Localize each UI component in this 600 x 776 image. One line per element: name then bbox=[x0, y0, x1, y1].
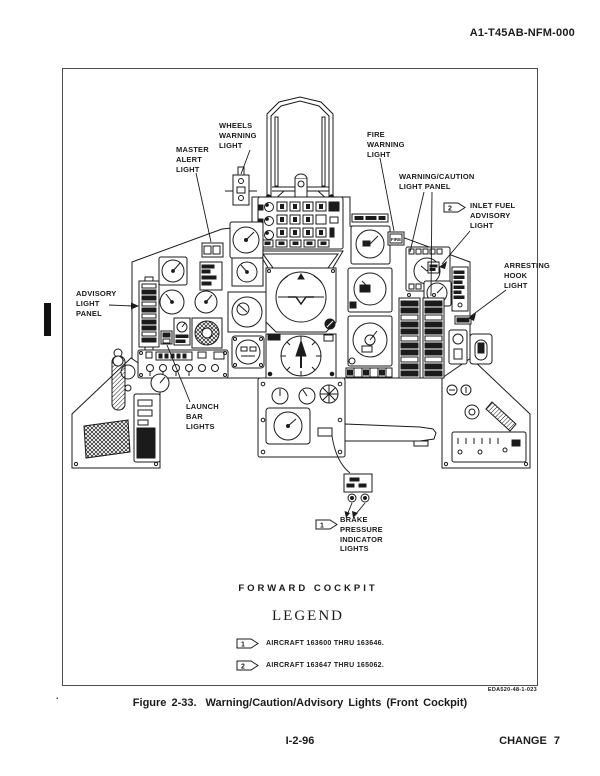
svg-text:1: 1 bbox=[320, 522, 324, 529]
callout-wheels-warning-light: WHEELS WARNING LIGHT bbox=[219, 121, 257, 150]
advisory-light-panel bbox=[138, 276, 160, 352]
fire-warning-light bbox=[387, 231, 405, 246]
change-notice: CHANGE 7 bbox=[499, 735, 560, 747]
callout-master-alert-light: MASTER ALERT LIGHT bbox=[176, 145, 209, 174]
flag-legend-1: 1 bbox=[236, 638, 259, 649]
svg-text:2: 2 bbox=[241, 663, 245, 670]
svg-text:2: 2 bbox=[448, 205, 452, 212]
flag-1-brake: 1 bbox=[315, 519, 338, 530]
callout-arresting-hook-light: ARRESTING HOOK LIGHT bbox=[504, 261, 550, 290]
fire-box-label: FIRE bbox=[391, 237, 401, 242]
hatched-placard bbox=[83, 419, 131, 459]
center-console bbox=[257, 377, 437, 474]
figure-caption: Figure 2-33. Warning/Caution/Advisory Lig… bbox=[0, 697, 600, 709]
callout-warning-caution-light-panel: WARNING/CAUTION LIGHT PANEL bbox=[399, 172, 475, 191]
figure-caption-text: Warning/Caution/Advisory Lights (Front C… bbox=[205, 697, 468, 709]
callout-inlet-fuel-advisory-light: INLET FUEL ADVISORY LIGHT bbox=[470, 201, 516, 230]
canopy bbox=[265, 96, 335, 201]
warning-caution-light-panel bbox=[398, 293, 445, 379]
console-gauge bbox=[273, 411, 303, 441]
keypad-keys bbox=[261, 201, 340, 248]
left-instrument-cluster bbox=[137, 242, 229, 393]
legend-title: LEGEND bbox=[272, 608, 344, 624]
cockpit-diagram: FIRE bbox=[71, 96, 531, 518]
hatched-handle bbox=[485, 401, 517, 432]
center-right-gauges bbox=[345, 213, 393, 378]
callout-advisory-light-panel: ADVISORY LIGHT PANEL bbox=[76, 289, 117, 318]
panel-name: FORWARD COCKPIT bbox=[238, 583, 378, 594]
left-console bbox=[71, 348, 161, 469]
arresting-hook-light bbox=[454, 315, 472, 325]
stray-mark: . bbox=[56, 691, 59, 701]
callout-leader-lines bbox=[108, 149, 507, 518]
console-knob bbox=[298, 387, 316, 405]
plate-code: EDA520-48-1-023 bbox=[487, 687, 537, 693]
flag-legend-2: 2 bbox=[236, 660, 259, 671]
callout-brake-pressure-indicator-lights: BRAKE PRESSURE INDICATOR LIGHTS bbox=[340, 515, 383, 554]
center-left-gauges bbox=[227, 221, 267, 369]
flag-2-inlet-fuel: 2 bbox=[443, 202, 466, 213]
page-number: I-2-96 bbox=[285, 735, 315, 747]
control-stick-arm bbox=[344, 423, 437, 442]
callout-fire-warning-light: FIRE WARNING LIGHT bbox=[367, 130, 405, 159]
svg-text:1: 1 bbox=[241, 641, 245, 648]
launch-bar-lights bbox=[160, 330, 173, 345]
doc-number: A1-T45AB-NFM-000 bbox=[469, 27, 575, 39]
figure-caption-label: Figure 2-33. bbox=[132, 697, 197, 709]
horizontal-situation-indicator bbox=[265, 333, 337, 379]
console-knob bbox=[271, 387, 289, 405]
left-switch-subpanel bbox=[137, 349, 229, 379]
inlet-fuel-advisory-light bbox=[427, 261, 440, 274]
attitude-indicator bbox=[265, 267, 337, 333]
brake-pressure-indicator-lights bbox=[343, 473, 373, 503]
right-instrument-cluster bbox=[387, 231, 493, 379]
wheels-warning-light bbox=[225, 166, 257, 206]
data-entry-keypad bbox=[257, 196, 344, 277]
legend-item-1: AIRCRAFT 163600 THRU 163646. bbox=[266, 640, 385, 647]
legend-item-2: AIRCRAFT 163647 THRU 165062. bbox=[266, 662, 385, 669]
right-console bbox=[441, 357, 531, 469]
change-bar bbox=[44, 303, 51, 336]
callout-launch-bar-lights: LAUNCH BAR LIGHTS bbox=[186, 402, 219, 431]
